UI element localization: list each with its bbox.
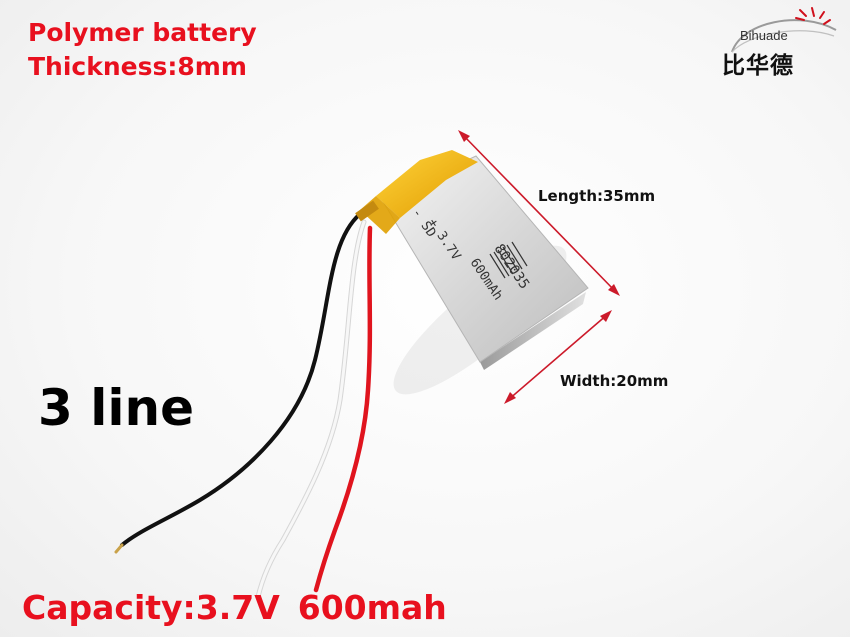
headline-thickness: Thickness:8mm xyxy=(28,52,247,81)
wire-black xyxy=(120,212,362,547)
length-label: Length:35mm xyxy=(538,187,656,205)
capacity-voltage: 3.7V xyxy=(195,588,280,627)
logo-text-en: Bihuade xyxy=(740,28,788,43)
headline-product-type: Polymer battery xyxy=(28,18,257,47)
battery: 802035 600mAh + 3.7V - SD xyxy=(355,150,589,370)
capacity-mah: 600mah xyxy=(297,588,447,627)
battery-barcode xyxy=(489,241,528,279)
length-arrow xyxy=(458,130,620,296)
wire-black-tip xyxy=(114,543,124,554)
width-label: Width:20mm xyxy=(560,372,669,390)
battery-side xyxy=(480,292,586,370)
wire-white-inner xyxy=(256,220,366,599)
logo-mark xyxy=(731,7,837,53)
battery-tab xyxy=(355,200,379,222)
width-arrow xyxy=(504,310,612,404)
capacity-prefix: Capacity: xyxy=(22,588,196,627)
wire-white xyxy=(255,219,367,600)
battery-tape xyxy=(376,150,478,218)
wire-count-label: 3 line xyxy=(38,379,194,437)
logo-text-cn: 比华德 xyxy=(722,53,794,79)
capacity-line: Capacity:3.7V 600mah xyxy=(22,587,447,629)
wire-red xyxy=(313,225,373,593)
